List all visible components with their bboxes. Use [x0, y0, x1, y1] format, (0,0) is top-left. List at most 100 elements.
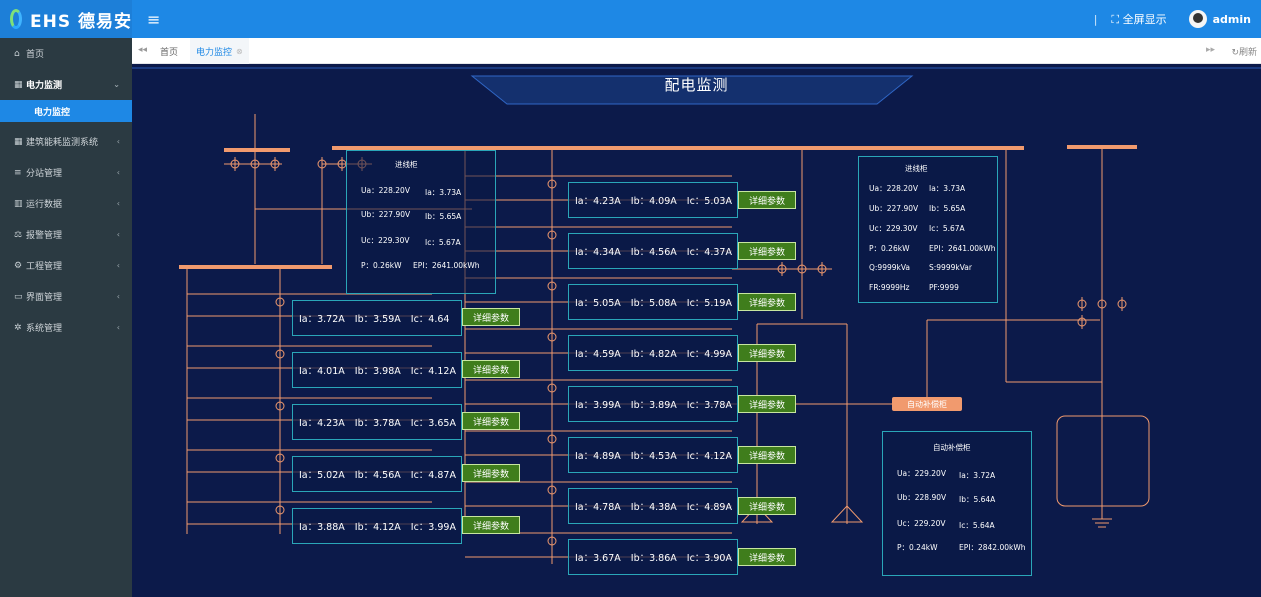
sidebar-item-interface[interactable]: ▭界面管理 ‹: [0, 281, 132, 312]
incoming-right-ua: Ua：228.20V: [869, 184, 918, 193]
incoming-left-ub: Ub：227.90V: [361, 210, 411, 219]
tab-power-control[interactable]: 电力监控⊗: [190, 38, 249, 64]
incoming-panel-left: 进线柜 Ua：228.20V Ia：3.73A Ub：227.90V Ib：5.…: [346, 150, 496, 294]
detail-params-button[interactable]: 详细参数: [738, 191, 796, 209]
tabs-scroll-left-icon[interactable]: ◂◂: [138, 45, 148, 55]
left-ib-value: Ib：4.56A: [354, 470, 401, 481]
sidebar-item-substation[interactable]: ≡分站管理 ‹: [0, 157, 132, 188]
sidebar-item-power-monitoring[interactable]: ▦电力监测 ⌄: [0, 69, 132, 100]
compensation-ia: Ia：3.72A: [959, 471, 996, 480]
avatar[interactable]: [1188, 10, 1207, 28]
mid-ia-value: Ia：3.99A: [575, 400, 621, 411]
sidebar-item-system[interactable]: ✲系统管理 ‹: [0, 312, 132, 343]
sidebar-item-building-energy[interactable]: ▦建筑能耗监测系统 ‹: [0, 126, 132, 157]
incoming-left-ia: Ia：3.73A: [425, 188, 462, 197]
left-readings-1: Ia：3.72A Ib：3.59A Ic：4.64: [292, 300, 462, 336]
mid-ic-value: Ic：5.19A: [686, 298, 732, 309]
menu-toggle-icon[interactable]: ≡: [147, 10, 161, 29]
sidebar-item-label: 系统管理: [26, 324, 63, 334]
left-ia-value: Ia：5.02A: [299, 470, 345, 481]
mid-ic-value: Ic：3.90A: [686, 553, 732, 564]
incoming-left-ib: Ib：5.65A: [425, 212, 462, 221]
left-ic-value: Ic：3.65A: [410, 418, 456, 429]
sidebar-item-label: 电力监测: [26, 81, 63, 91]
detail-params-button[interactable]: 详细参数: [738, 497, 796, 515]
detail-params-button[interactable]: 详细参数: [462, 516, 520, 534]
left-ia-value: Ia：4.23A: [299, 418, 345, 429]
sidebar-item-run-data[interactable]: ▥运行数据 ‹: [0, 188, 132, 219]
detail-params-button[interactable]: 详细参数: [738, 293, 796, 311]
sidebar-item-label: 工程管理: [26, 262, 63, 272]
tabs-scroll-right-icon[interactable]: ▸▸: [1205, 45, 1215, 55]
incoming-right-uc: Uc：229.30V: [869, 224, 918, 233]
compensation-ub: Ub：228.90V: [897, 493, 947, 502]
sidebar-item-project[interactable]: ⚙工程管理 ‹: [0, 250, 132, 281]
mid-ia-value: Ia：3.67A: [575, 553, 621, 564]
title-banner: [470, 75, 914, 105]
expand-icon: ⛶: [1111, 13, 1123, 26]
tab-home[interactable]: 首页: [160, 48, 179, 58]
left-ib-value: Ib：3.59A: [354, 314, 401, 325]
detail-params-button[interactable]: 详细参数: [462, 464, 520, 482]
incoming-right-s: S:9999kVar: [929, 263, 972, 272]
sidebar-item-label: 运行数据: [26, 200, 63, 210]
incoming-right-ic: Ic：5.67A: [929, 224, 965, 233]
bank-icon: ▦: [14, 136, 23, 147]
detail-params-button[interactable]: 详细参数: [738, 548, 796, 566]
compensation-ib: Ib：5.64A: [959, 495, 996, 504]
detail-params-button[interactable]: 详细参数: [462, 412, 520, 430]
sidebar-item-home[interactable]: ⌂首页: [0, 38, 132, 69]
detail-params-button[interactable]: 详细参数: [738, 344, 796, 362]
incoming-right-ia: Ia：3.73A: [929, 184, 966, 193]
incoming-left-ic: Ic：5.67A: [425, 238, 461, 247]
incoming-right-pf: PF:9999: [929, 283, 959, 292]
tab-label: 电力监控: [196, 47, 233, 58]
detail-params-button[interactable]: 详细参数: [462, 308, 520, 326]
chevron-left-icon: ‹: [116, 168, 120, 177]
mid-ib-value: Ib：4.56A: [630, 247, 677, 258]
incoming-right-epi: EPI：2641.00kWh: [929, 244, 996, 253]
left-ia-value: Ia：3.88A: [299, 522, 345, 533]
fullscreen-label: 全屏显示: [1122, 13, 1167, 26]
incoming-right-fr: FR:9999Hz: [869, 283, 910, 292]
mid-ib-value: Ib：4.82A: [630, 349, 677, 360]
left-ib-value: Ib：4.12A: [354, 522, 401, 533]
mid-ib-value: Ib：4.53A: [630, 451, 677, 462]
mid-ia-value: Ia：4.23A: [575, 196, 621, 207]
scale-icon: ⚖: [14, 229, 23, 240]
detail-params-button[interactable]: 详细参数: [738, 395, 796, 413]
compensation-cabinet-label[interactable]: 自动补偿柜: [892, 397, 962, 411]
main-panel: 配电监测 进线柜 Ua：228.20V Ia：3.73A Ub：227.90V …: [132, 64, 1261, 597]
mid-ib-value: Ib：5.08A: [630, 298, 677, 309]
user-name[interactable]: admin: [1212, 12, 1251, 26]
chevron-left-icon: ‹: [116, 199, 120, 208]
window-icon: ▭: [14, 291, 23, 302]
detail-params-button[interactable]: 详细参数: [462, 360, 520, 378]
bank-icon: ▦: [14, 79, 23, 90]
left-ia-value: Ia：3.72A: [299, 314, 345, 325]
close-icon[interactable]: ⊗: [236, 46, 243, 56]
list-icon: ≡: [14, 167, 22, 178]
sidebar-subitem-power-control[interactable]: 电力监控: [0, 100, 132, 122]
incoming-left-ua: Ua：228.20V: [361, 186, 410, 195]
fullscreen-button[interactable]: ⛶ 全屏显示: [1111, 11, 1166, 27]
compensation-p: P：0.24kW: [897, 543, 938, 552]
detail-params-button[interactable]: 详细参数: [738, 242, 796, 260]
incoming-right-ib: Ib：5.65A: [929, 204, 966, 213]
left-ic-value: Ic：4.64: [410, 314, 450, 325]
chevron-left-icon: ‹: [116, 323, 120, 332]
brand-name: EHS 德易安: [29, 11, 132, 32]
mid-ia-value: Ia：4.78A: [575, 502, 621, 513]
logo[interactable]: EHS 德易安: [0, 0, 132, 38]
sidebar-item-label: 报警管理: [26, 231, 63, 241]
refresh-button[interactable]: ↻刷新: [1231, 45, 1257, 58]
mid-ic-value: Ic：5.03A: [686, 196, 732, 207]
left-ic-value: Ic：3.99A: [410, 522, 456, 533]
compensation-title: 自动补偿柜: [933, 443, 971, 452]
compensation-uc: Uc：229.20V: [897, 519, 946, 528]
detail-params-button[interactable]: 详细参数: [738, 446, 796, 464]
sidebar-item-alarm[interactable]: ⚖报警管理 ‹: [0, 219, 132, 250]
